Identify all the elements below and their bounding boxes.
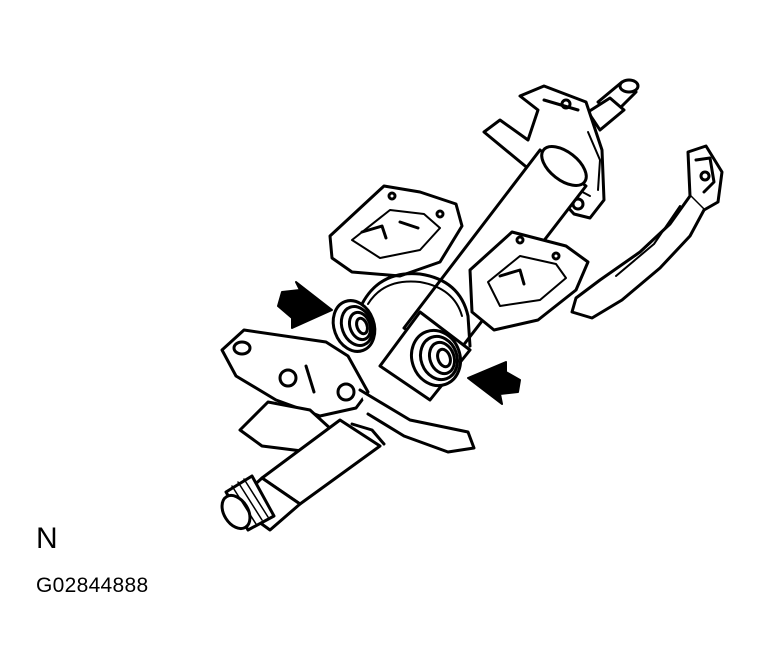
- figure-code: G02844888: [36, 574, 149, 597]
- upper-bracket-left: [328, 184, 464, 278]
- tilt-lever: [570, 144, 724, 320]
- spring-clip-wire: [360, 272, 472, 348]
- tension-spring-right: [409, 328, 463, 388]
- steering-column-shaft: [586, 78, 640, 132]
- arrow-left: [277, 281, 333, 329]
- upper-bracket-right-lower: [468, 230, 590, 332]
- arrow-right: [467, 361, 521, 405]
- lower-mounting-bracket: [220, 328, 476, 454]
- splined-shaft-end: [220, 474, 276, 532]
- tension-spring-left: [331, 299, 377, 353]
- view-letter: N: [36, 522, 58, 555]
